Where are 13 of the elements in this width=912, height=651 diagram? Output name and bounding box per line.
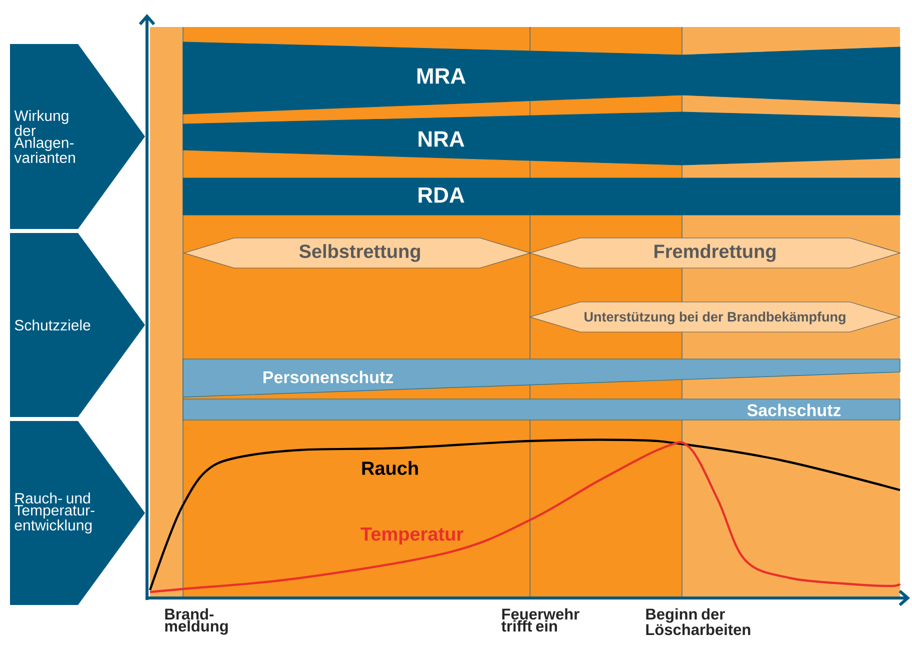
row-header: Schutzziele <box>10 233 145 417</box>
band: MRA <box>182 42 900 114</box>
time-label: Brand- meldung <box>165 608 228 635</box>
time-label: Beginn der Löscharbeiten <box>646 608 750 636</box>
time-label: Feuerwehr trifft ein <box>501 608 580 632</box>
band: NRA <box>182 112 900 166</box>
curve-label: Temperatur <box>360 528 464 544</box>
band: RDA <box>182 178 900 216</box>
bar: Sachschutz <box>182 398 900 420</box>
row-header: Wirkung der Anlagen- varianten <box>10 44 145 229</box>
bar: Personenschutz <box>182 358 900 398</box>
curve-label: Rauch <box>362 461 418 475</box>
row-header: Rauch- und Temperatur- entwicklung <box>10 421 145 605</box>
